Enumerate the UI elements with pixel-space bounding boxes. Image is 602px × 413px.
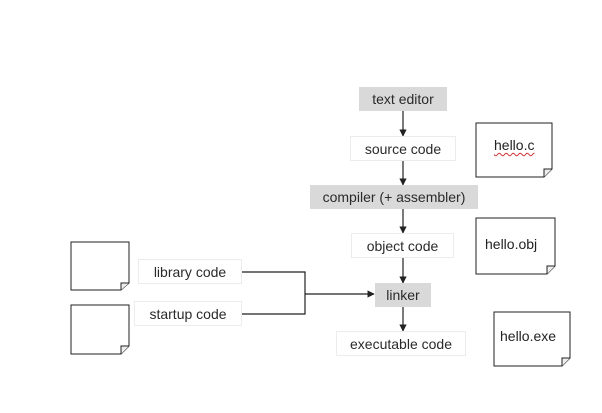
node-linker: linker: [375, 283, 431, 307]
node-text-editor-label: text editor: [372, 91, 434, 107]
node-source-code: source code: [350, 136, 456, 161]
file-icon-library: [70, 241, 130, 291]
node-executable-code-label: executable code: [350, 335, 452, 352]
node-source-code-label: source code: [364, 140, 442, 157]
node-compiler: compiler (+ assembler): [310, 185, 478, 209]
file-label-source: hello.c: [494, 137, 535, 153]
node-object-code-label: object code: [366, 237, 439, 254]
node-library-code-label: library code: [153, 263, 227, 280]
node-object-code: object code: [351, 233, 454, 258]
node-executable-code: executable code: [336, 331, 466, 356]
connector-library: [242, 271, 306, 294]
file-icon-executable: [493, 311, 571, 367]
file-icon-startup: [70, 304, 130, 355]
node-library-code: library code: [138, 259, 242, 284]
file-icon-source: [475, 122, 553, 178]
node-text-editor: text editor: [359, 87, 447, 111]
node-linker-label: linker: [386, 287, 420, 303]
connector-startup: [242, 294, 306, 315]
node-compiler-label: compiler (+ assembler): [322, 189, 466, 205]
node-startup-code-label: startup code: [149, 305, 227, 322]
file-label-executable: hello.exe: [500, 328, 557, 344]
file-icon-object: [475, 217, 556, 275]
file-label-object: hello.obj: [485, 236, 538, 252]
node-startup-code: startup code: [134, 301, 242, 326]
